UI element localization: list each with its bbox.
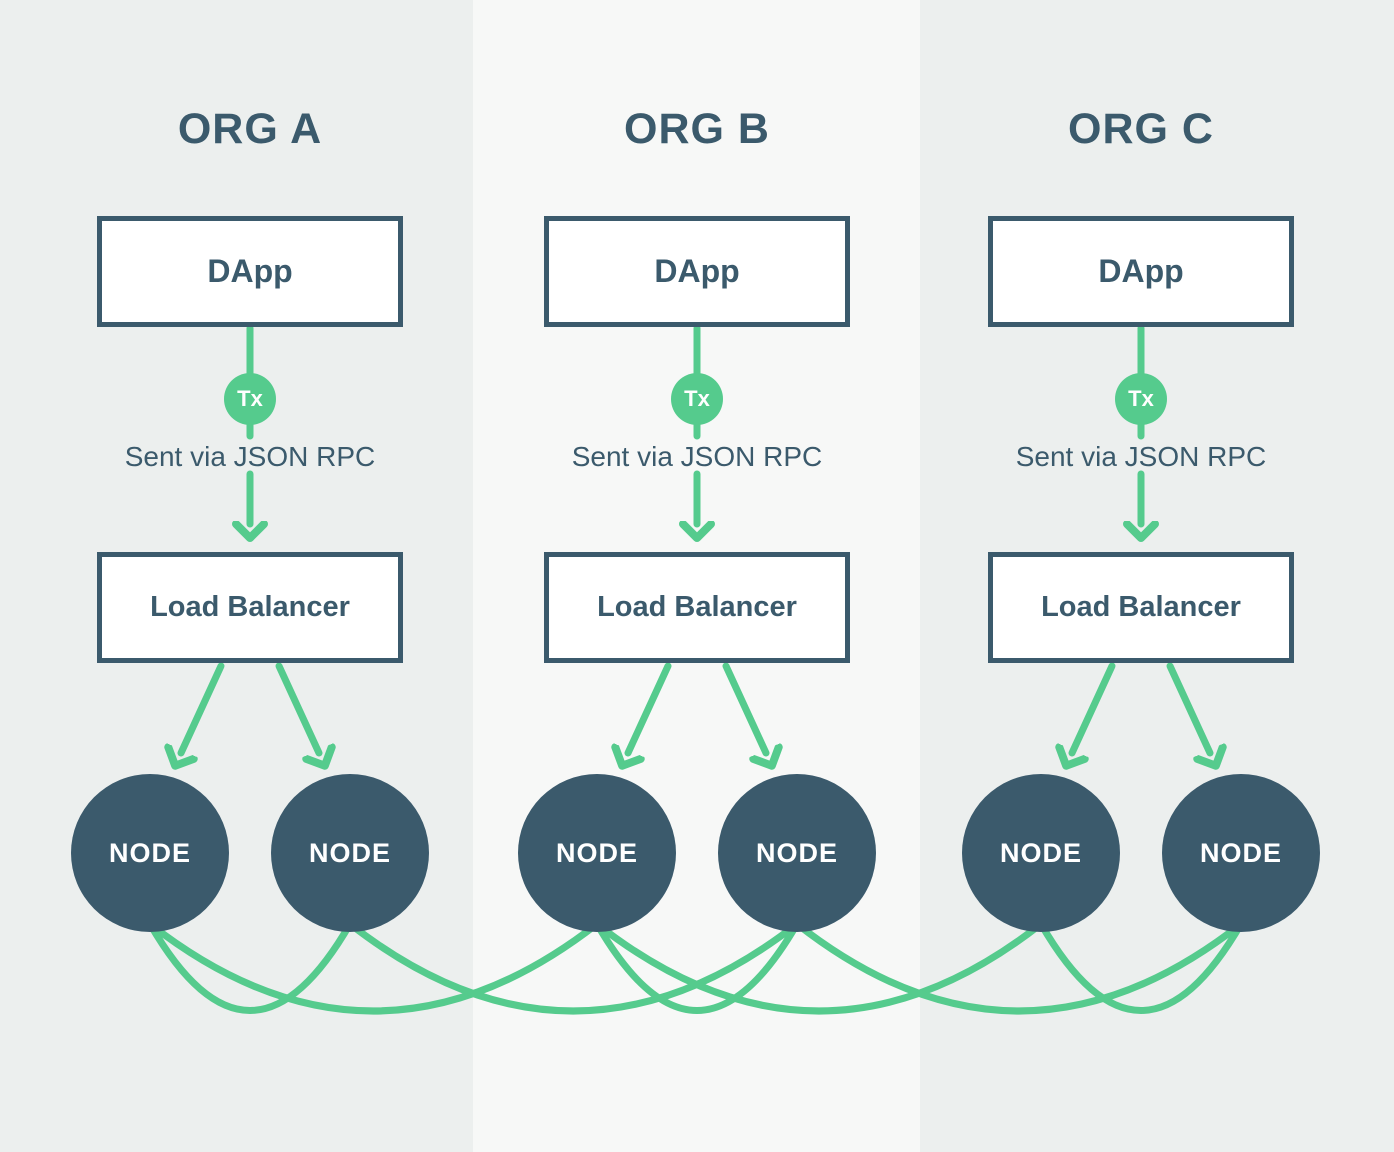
dapp-label: DApp bbox=[207, 253, 293, 289]
load-balancer-label: Load Balancer bbox=[597, 591, 797, 623]
mesh-arc-a2-b2 bbox=[346, 920, 801, 1015]
lb-to-node-arrow-left bbox=[181, 662, 225, 753]
load-balancer-label: Load Balancer bbox=[150, 591, 350, 623]
org-title: ORG A bbox=[177, 105, 323, 153]
lb-to-node-arrow-right bbox=[1166, 662, 1210, 753]
node-label: NODE bbox=[755, 837, 838, 868]
node-circle-left: NODE bbox=[962, 774, 1120, 932]
mesh-arc-b1-c1 bbox=[593, 920, 1045, 1015]
tx-badge: Tx bbox=[671, 373, 723, 425]
mesh-arc-b2-c2 bbox=[793, 920, 1245, 1015]
node-circle-left: NODE bbox=[518, 774, 676, 932]
dapp-label: DApp bbox=[1098, 253, 1184, 289]
node-label: NODE bbox=[999, 837, 1082, 868]
dapp-label: DApp bbox=[654, 253, 740, 289]
org-title: ORG B bbox=[624, 105, 770, 153]
load-balancer-box: Load Balancer bbox=[988, 552, 1294, 663]
node-label: NODE bbox=[308, 837, 391, 868]
json-rpc-note: Sent via JSON RPC bbox=[571, 441, 823, 472]
dapp-box: DApp bbox=[97, 216, 403, 327]
node-label: NODE bbox=[1199, 837, 1282, 868]
dapp-box: DApp bbox=[988, 216, 1294, 327]
mesh-arc-a1-b1 bbox=[146, 920, 601, 1015]
mesh-arc-a1-a2 bbox=[146, 920, 354, 1014]
node-circle-right: NODE bbox=[271, 774, 429, 932]
tx-label: Tx bbox=[684, 386, 710, 411]
load-balancer-box: Load Balancer bbox=[97, 552, 403, 663]
lb-to-node-arrow-left bbox=[1072, 662, 1116, 753]
lb-to-node-arrow-right bbox=[722, 662, 766, 753]
node-label: NODE bbox=[555, 837, 638, 868]
tx-label: Tx bbox=[1128, 386, 1154, 411]
json-rpc-note: Sent via JSON RPC bbox=[124, 441, 376, 472]
org-title: ORG C bbox=[1068, 105, 1214, 153]
load-balancer-box: Load Balancer bbox=[544, 552, 850, 663]
tx-badge: Tx bbox=[1115, 373, 1167, 425]
json-rpc-note: Sent via JSON RPC bbox=[1015, 441, 1267, 472]
lb-to-node-arrow-left bbox=[628, 662, 672, 753]
load-balancer-label: Load Balancer bbox=[1041, 591, 1241, 623]
node-circle-left: NODE bbox=[71, 774, 229, 932]
tx-label: Tx bbox=[237, 386, 263, 411]
lb-to-node-arrow-right bbox=[275, 662, 319, 753]
mesh-arc-c1-c2 bbox=[1037, 920, 1245, 1014]
node-circle-right: NODE bbox=[718, 774, 876, 932]
node-circle-right: NODE bbox=[1162, 774, 1320, 932]
node-label: NODE bbox=[108, 837, 191, 868]
dapp-box: DApp bbox=[544, 216, 850, 327]
mesh-arc-b1-b2 bbox=[593, 920, 801, 1014]
tx-badge: Tx bbox=[224, 373, 276, 425]
